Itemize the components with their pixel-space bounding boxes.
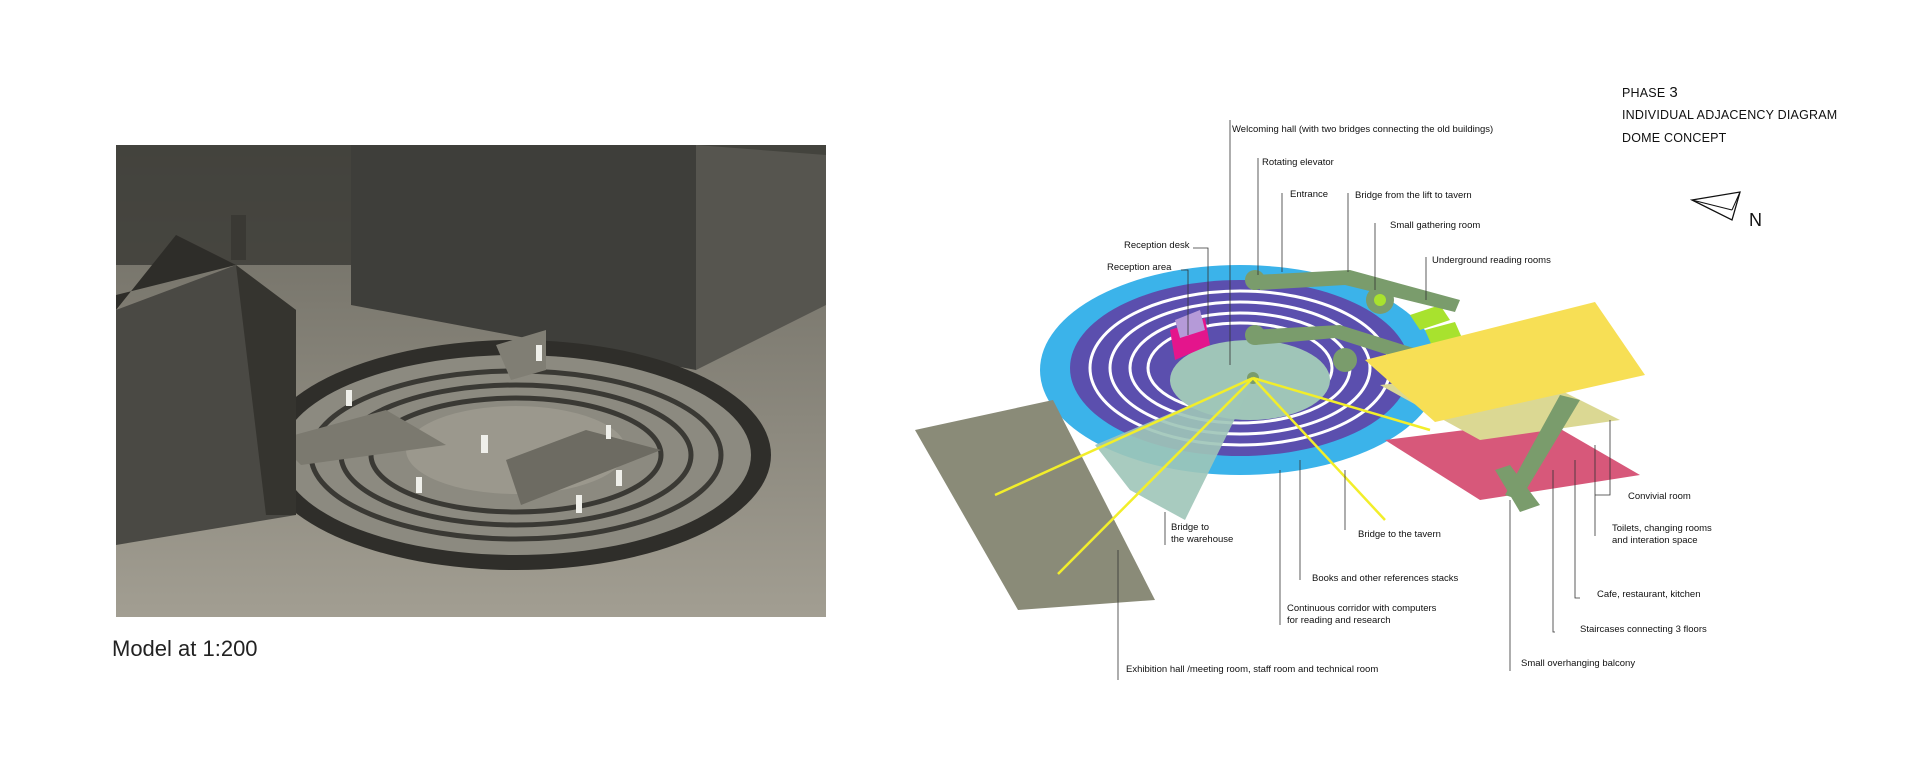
label-welcoming-hall: Welcoming hall (with two bridges connect… xyxy=(1232,124,1494,135)
elevator-node xyxy=(1245,325,1265,345)
label-bridge-warehouse-1: Bridge to xyxy=(1171,522,1210,533)
label-small-gathering: Small gathering room xyxy=(1390,220,1481,231)
label-cafe: Cafe, restaurant, kitchen xyxy=(1597,589,1701,600)
bridge-upper xyxy=(1250,325,1420,362)
label-convivial: Convivial room xyxy=(1628,491,1691,502)
phase-number: 3 xyxy=(1669,84,1678,101)
diagram-subtitle: INDIVIDUAL ADJACENCY DIAGRAM xyxy=(1622,108,1838,122)
pink-slab xyxy=(1385,420,1640,500)
label-exhibition: Exhibition hall /meeting room, staff roo… xyxy=(1126,664,1379,675)
label-bridge-lift-tavern: Bridge from the lift to tavern xyxy=(1355,190,1472,201)
model-photo xyxy=(116,145,826,617)
label-reception-desk: Reception desk xyxy=(1124,240,1190,251)
lime-room-a xyxy=(1410,305,1450,330)
bridge-to-warehouse xyxy=(1095,378,1255,520)
label-toilets-1: Toilets, changing rooms xyxy=(1612,523,1712,534)
lower-node xyxy=(1333,348,1357,372)
north-label: N xyxy=(1749,210,1762,230)
label-bridge-warehouse-2: the warehouse xyxy=(1171,534,1234,545)
exhibition-hall xyxy=(915,400,1155,610)
label-balcony: Small overhanging balcony xyxy=(1521,658,1636,669)
concept-title: DOME CONCEPT xyxy=(1622,131,1727,145)
phase-word: PHASE xyxy=(1622,86,1666,100)
label-books: Books and other references stacks xyxy=(1312,573,1459,584)
label-toilets-2: and interation space xyxy=(1612,535,1698,546)
model-photo-drawing xyxy=(116,145,826,617)
sight-lines xyxy=(994,376,1431,575)
label-rotating-elevator: Rotating elevator xyxy=(1262,157,1334,168)
label-corridor-1: Continuous corridor with computers xyxy=(1287,603,1437,614)
label-staircases: Staircases connecting 3 floors xyxy=(1580,624,1707,635)
label-entrance: Entrance xyxy=(1290,189,1329,200)
label-underground-reading: Underground reading rooms xyxy=(1432,255,1551,266)
label-bridge-tavern: Bridge to the tavern xyxy=(1358,529,1441,540)
yellow-slab xyxy=(1365,302,1645,422)
bridge-lift-tavern xyxy=(1255,270,1460,312)
gathering-core xyxy=(1374,294,1386,306)
model-caption: Model at 1:200 xyxy=(112,636,258,661)
north-arrow-icon xyxy=(1690,191,1741,221)
leader-lines xyxy=(1117,120,1611,680)
reception-area-room xyxy=(1175,310,1205,338)
label-corridor-2: for reading and research xyxy=(1287,615,1391,626)
balcony-slab xyxy=(1495,465,1540,512)
rotating-elevator xyxy=(1245,270,1265,290)
label-reception-area: Reception area xyxy=(1107,262,1172,273)
staircase xyxy=(1505,395,1580,500)
